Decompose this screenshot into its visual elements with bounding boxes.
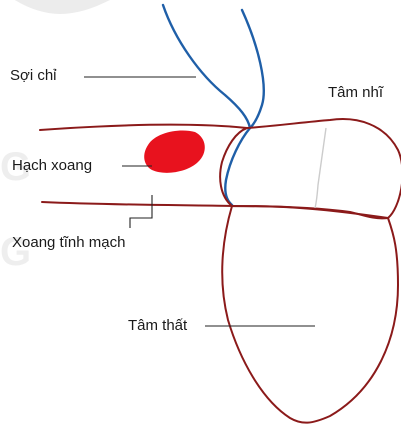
ventricle-outline	[222, 206, 398, 423]
venous-sinus-top-wall	[40, 125, 247, 130]
thread-strands	[163, 5, 264, 205]
atrium-outline	[220, 119, 401, 218]
thread-strand-into-heart	[225, 128, 250, 205]
watermark-arc	[0, 0, 110, 14]
leader-line-venous-sinus	[130, 195, 152, 228]
label-thread: Sợi chỉ	[10, 67, 57, 85]
atrium-partition	[315, 128, 326, 208]
thread-strand-left	[163, 5, 250, 128]
sinus-node	[144, 131, 205, 173]
label-ventricle: Tâm thất	[128, 317, 187, 335]
thread-strand-right	[242, 10, 264, 128]
label-venous-sinus: Xoang tĩnh mạch	[12, 234, 125, 252]
label-atrium: Tâm nhĩ	[328, 84, 383, 102]
label-sinus-node: Hạch xoang	[12, 157, 92, 175]
venous-sinus-bottom-wall	[42, 202, 232, 206]
leader-lines	[84, 77, 315, 326]
